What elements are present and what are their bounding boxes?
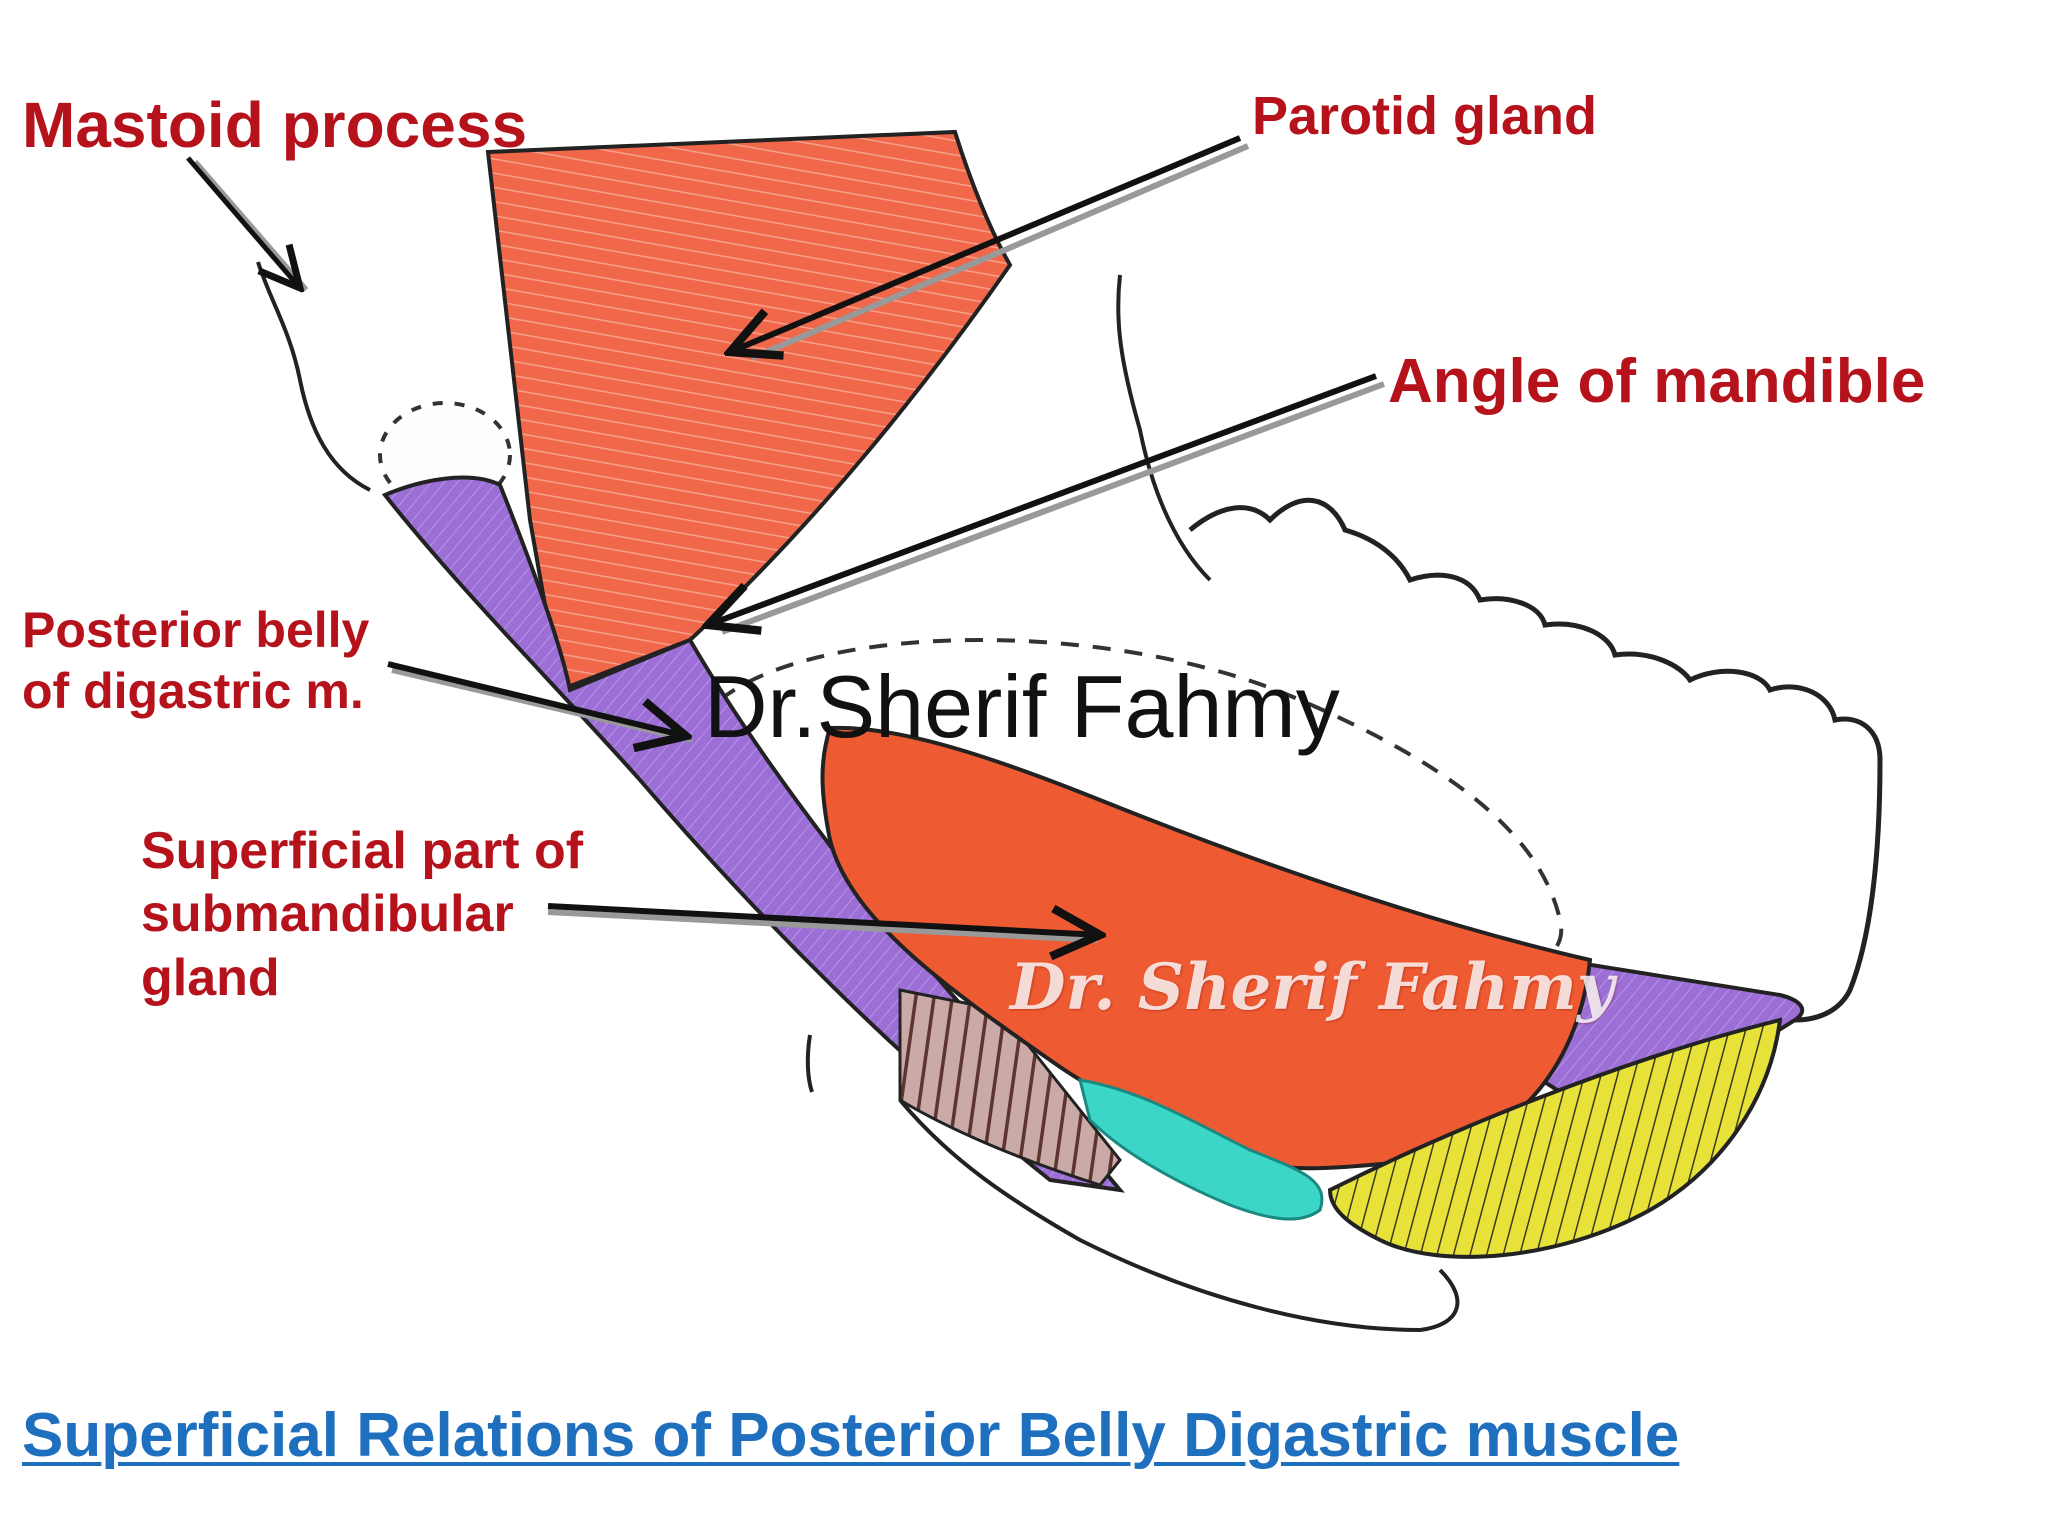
label-superficial-line1: Superficial part of [141, 822, 584, 880]
label-mastoid-process: Mastoid process [22, 86, 527, 164]
label-parotid-gland: Parotid gland [1252, 84, 1597, 150]
label-angle-of-mandible: Angle of mandible [1388, 344, 1925, 420]
mastoid-arrow [186, 156, 309, 290]
brown-muscle-shape [898, 988, 1122, 1187]
watermark-script: Dr. Sherif Fahmy [1010, 950, 1615, 1025]
label-parotid-text: Parotid gland [1252, 86, 1598, 146]
label-posterior-belly: Posterior belly of digastric m. [22, 600, 369, 722]
parotid-arrow [730, 135, 1250, 361]
watermark-main: Dr.Sherif Fahmy [704, 657, 1340, 756]
label-posterior-line2: of digastric m. [22, 663, 364, 719]
label-mastoid-text: Mastoid process [22, 89, 528, 161]
mylohyoid-shape [1327, 1017, 1783, 1259]
hyoid-outline [898, 1098, 1460, 1333]
submandibular-arrow [547, 903, 1100, 940]
diagram-caption[interactable]: Superficial Relations of Posterior Belly… [22, 1401, 1680, 1470]
teeth-outline [1188, 497, 1883, 761]
parotid-gland-shape [485, 129, 1013, 693]
hyoid-small-outline [805, 1034, 814, 1093]
mandible-body-outline [1794, 759, 1883, 1023]
angle-arrow [708, 373, 1386, 632]
posterior-belly-arrow [387, 661, 692, 740]
label-posterior-line1: Posterior belly [22, 602, 370, 658]
label-superficial-submandibular: Superficial part of submandibular gland [141, 820, 583, 1010]
mastoid-outline [256, 261, 371, 492]
label-superficial-line2: submandibular [141, 885, 514, 944]
label-superficial-line3: gland [141, 948, 280, 1007]
label-angle-text: Angle of mandible [1388, 347, 1926, 416]
submandibular-deep-dashed-outline [718, 638, 1564, 970]
facial-vessel-shape [1077, 1078, 1324, 1221]
mandible-ramus-outline [1116, 274, 1212, 582]
